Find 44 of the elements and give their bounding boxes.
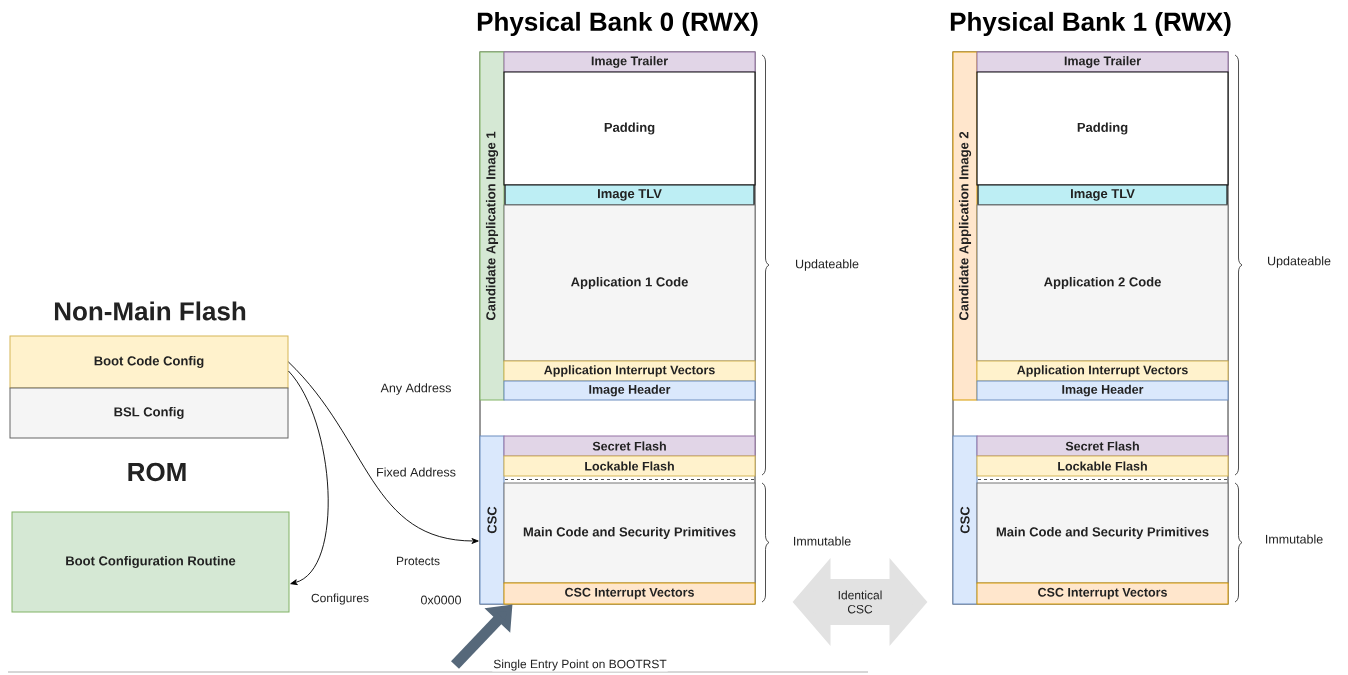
address-label: Any Address xyxy=(380,383,451,395)
memory-segment: Main Code and Security Primitives xyxy=(503,482,756,584)
edge-label: Single Entry Point on BOOTRST xyxy=(492,658,668,672)
arrow xyxy=(288,370,329,585)
memory-segment: Application Interrupt Vectors xyxy=(503,360,756,382)
region-bar: Candidate Application Image 2 xyxy=(952,51,978,401)
node-label: Physical Bank 0 (RWX) xyxy=(477,11,758,37)
memory-segment: Main Code and Security Primitives xyxy=(976,482,1229,584)
node-label: Physical Bank 1 (RWX) xyxy=(950,11,1231,37)
memory-segment: Application 2 Code xyxy=(976,204,1229,362)
address-label: 0x0000 xyxy=(421,595,461,605)
memory-segment: Secret Flash xyxy=(976,435,1229,457)
region-bar: CSC xyxy=(479,435,505,605)
memory-segment: Lockable Flash xyxy=(503,455,756,477)
memory-segment: Lockable Flash xyxy=(976,455,1229,477)
brace-label: Updateable xyxy=(796,259,859,271)
memory-segment: Application 1 Code xyxy=(503,204,756,362)
memory-segment: CSC Interrupt Vectors xyxy=(503,582,756,605)
brace-label: Updateable xyxy=(1268,256,1331,268)
routine-box: Boot Configuration Routine xyxy=(11,511,290,613)
config-box: BSL Config xyxy=(9,387,289,439)
memory-segment: Padding xyxy=(503,71,756,186)
memory-segment: Padding xyxy=(976,71,1229,186)
memory-segment: Image TLV xyxy=(504,184,755,206)
section-heading: Non-Main Flash xyxy=(54,301,246,321)
memory-segment: Image Header xyxy=(503,380,756,401)
memory-segment: Image Trailer xyxy=(503,51,756,73)
memory-segment: Application Interrupt Vectors xyxy=(976,360,1229,382)
brace-label: Immutable xyxy=(1266,534,1323,544)
section-heading: ROM xyxy=(128,462,186,482)
memory-segment: Secret Flash xyxy=(503,435,756,457)
brace-label: Immutable xyxy=(794,536,851,546)
edge-label: Identical CSC xyxy=(831,589,889,615)
edge-label: Configures xyxy=(310,592,370,606)
arrow xyxy=(288,361,479,544)
region-bar: CSC xyxy=(952,435,978,605)
memory-segment: CSC Interrupt Vectors xyxy=(976,582,1229,605)
memory-segment: Image Trailer xyxy=(976,51,1229,73)
memory-segment: Image TLV xyxy=(977,184,1228,206)
edge-label: Protects xyxy=(395,555,441,567)
memory-segment: Image Header xyxy=(976,380,1229,401)
address-label: Fixed Address xyxy=(377,467,456,477)
region-bar: Candidate Application Image 1 xyxy=(479,51,505,401)
config-box: Boot Code Config xyxy=(9,335,289,389)
